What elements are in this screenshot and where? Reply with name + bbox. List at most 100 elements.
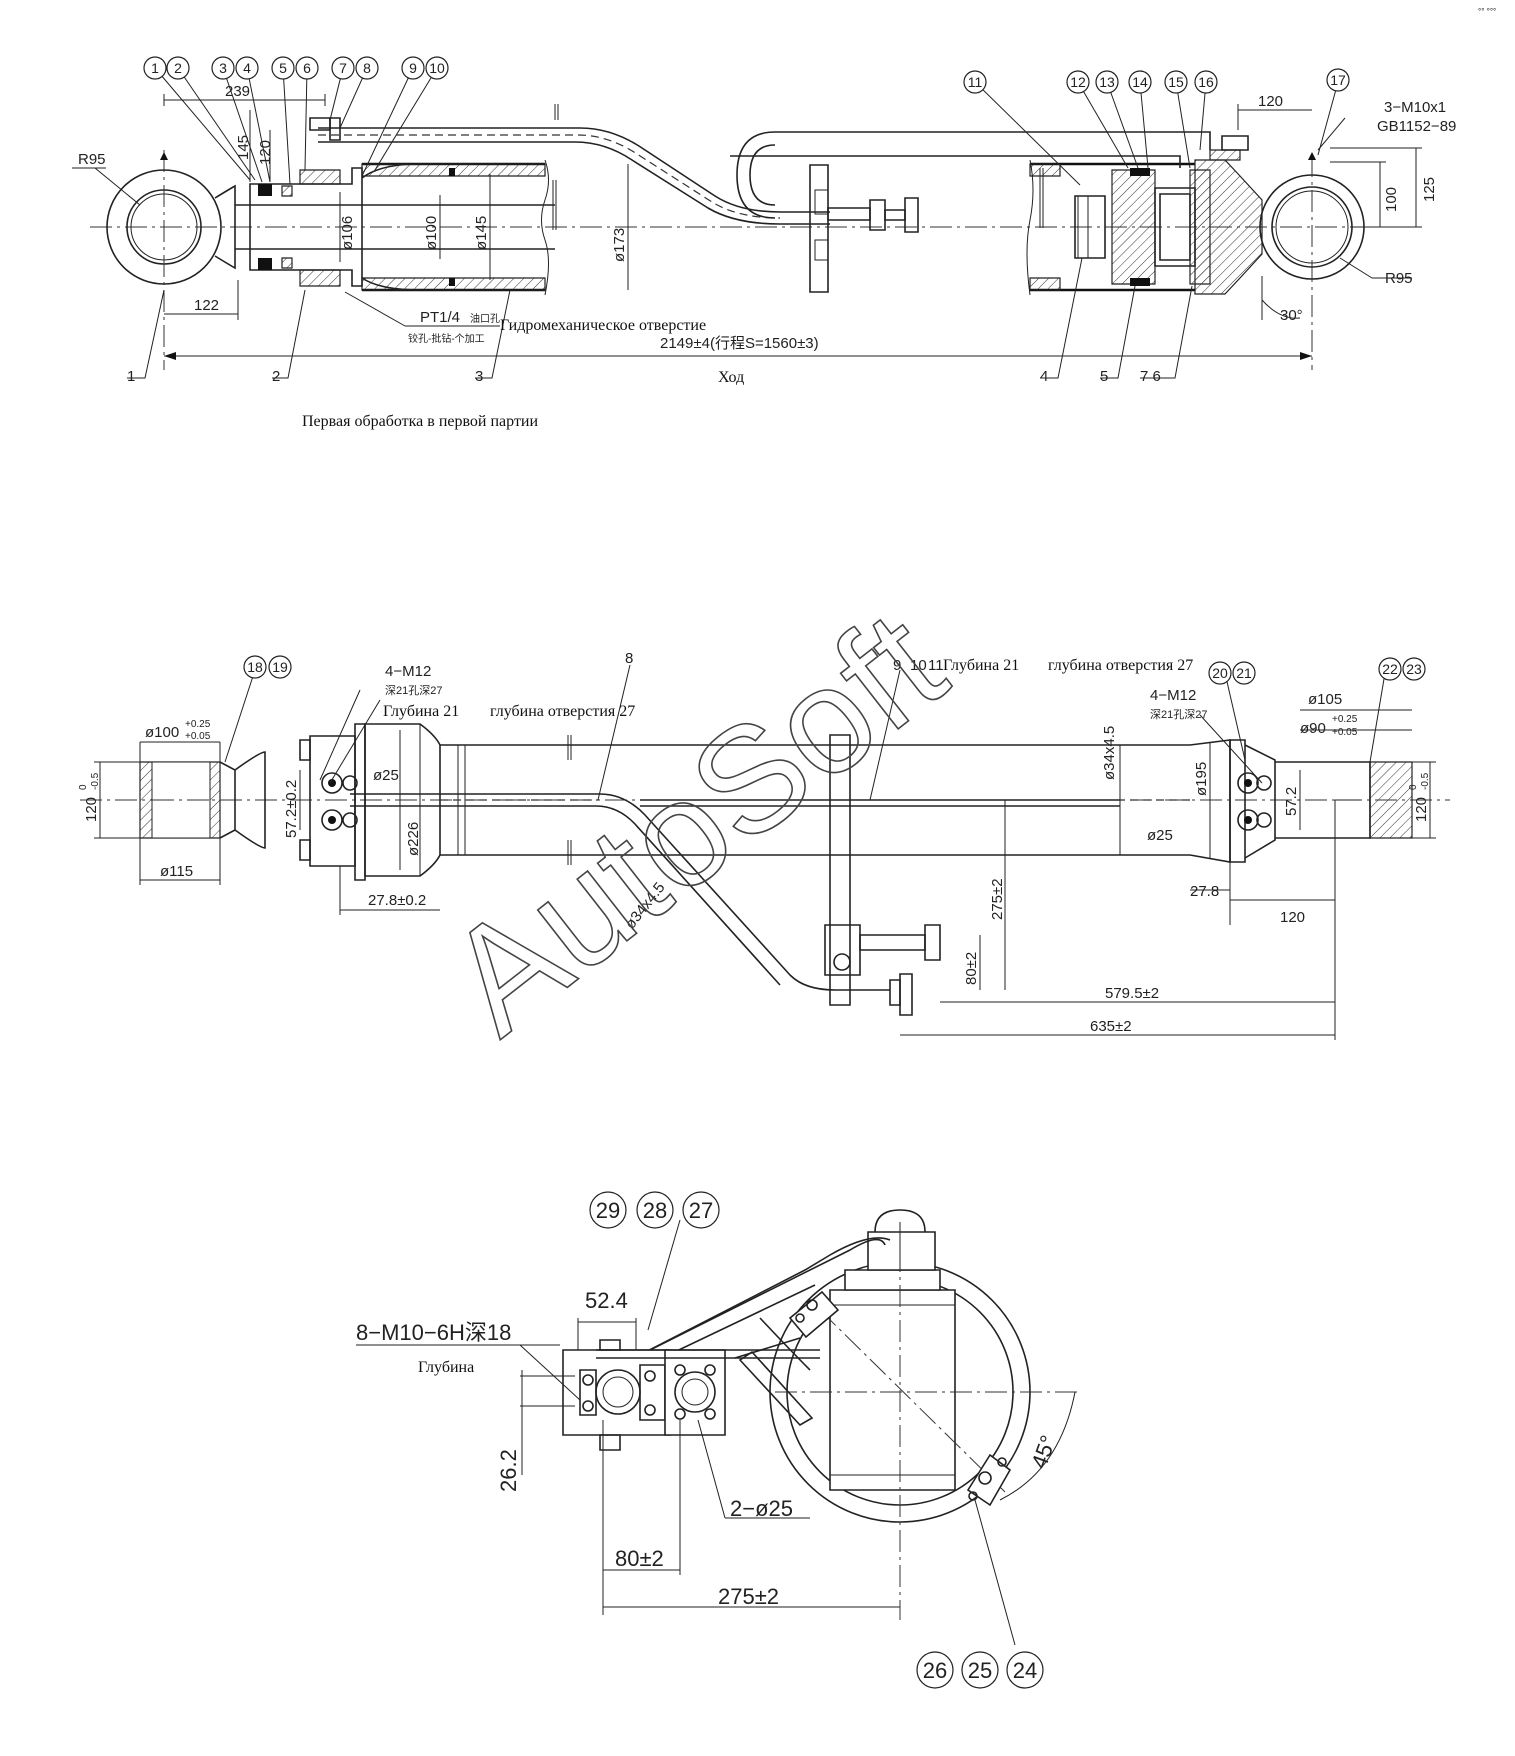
tol-upper-right: +0.25 [1332, 714, 1358, 725]
balloon-label-12: 12 [1070, 74, 1086, 90]
balloon-label-15: 15 [1168, 74, 1184, 90]
tolm-right: -0.5 [1420, 772, 1431, 790]
dim-overall-length: 2149±4(行程S=1560±3) [660, 335, 819, 352]
balloon-label-5: 5 [279, 60, 287, 76]
depth-cn-right: 深21孔深27 [1150, 708, 1207, 721]
balloon-label-20: 20 [1212, 665, 1228, 681]
dim-120-top: 120 [1258, 93, 1283, 110]
dim-phi105: ø105 [1308, 691, 1342, 708]
leader-8: 8 [625, 650, 633, 667]
pipe-top [318, 127, 830, 213]
leader-4: 4 [1040, 368, 1048, 385]
dim-80-bottom: 80±2 [615, 1546, 664, 1571]
port-note-cn-top: 油口孔 [470, 312, 500, 325]
balloon-9 [401, 56, 425, 80]
balloon-5 [271, 56, 295, 80]
thread-8-m10: 8−M10−6H深18 [356, 1320, 511, 1345]
ru-depth-right: Глубина 21 [943, 657, 1019, 674]
gb-standard: GB1152−89 [1377, 118, 1456, 135]
dim-125-vertical: 125 [1421, 177, 1438, 202]
dim-52-4: 52.4 [585, 1288, 628, 1313]
pipe-plan [350, 793, 890, 991]
leader-3: 3 [475, 368, 483, 385]
leader-5: 5 [1100, 368, 1108, 385]
balloon-29 [589, 1191, 627, 1229]
tol-upper-left: +0.25 [185, 719, 211, 730]
dim-100-vertical: 100 [1383, 187, 1400, 212]
dim-phi100: ø100 [423, 216, 440, 250]
balloon-label-11: 11 [968, 74, 983, 90]
balloon-22 [1378, 657, 1402, 681]
dim-r95-right: R95 [1385, 270, 1413, 287]
middle-barrel [440, 744, 1190, 856]
dim-120-right: 120 [1280, 909, 1305, 926]
dim-57-2-left: 57.2±0.2 [283, 780, 300, 838]
corner-mark: °° °°° [1478, 7, 1496, 16]
balloon-18 [243, 655, 267, 679]
top-view-labels: 239 145 120 R95 122 ø106 ø100 ø145 ø173 … [78, 83, 1456, 430]
balloon-1 [143, 56, 167, 80]
port-pt14: PT1/4 [420, 309, 460, 326]
end-view-cap-block [829, 1289, 956, 1491]
balloon-label-28: 28 [643, 1198, 667, 1223]
balloon-label-27: 27 [689, 1198, 713, 1223]
middle-view-labels: ø100 +0.25 +0.05 120 0 -0.5 ø115 4−M12 深… [78, 657, 1431, 1035]
balloon-12 [1066, 70, 1090, 94]
tol-lower-right: +0.05 [1332, 727, 1358, 738]
dim-145: 145 [235, 135, 252, 160]
ru-stroke-label: Ход [718, 369, 744, 386]
balloon-label-25: 25 [968, 1658, 992, 1683]
pipe-clamp [809, 164, 829, 293]
middle-plan-view [80, 664, 1450, 1040]
ru-first-processing-note: Первая обработка в первой партии [302, 413, 538, 430]
balloon-label-13: 13 [1099, 74, 1115, 90]
dim-phi90-tol: ø90 [1300, 720, 1326, 737]
dim-phi106: ø106 [339, 216, 356, 250]
top-section-view [72, 67, 1422, 379]
ru-depth-bottom: Глубина [418, 1359, 474, 1376]
dim-phi34-right: ø34x4.5 [1101, 726, 1118, 780]
bottom-view-labels: 52.4 8−M10−6H深18 Глубина 26.2 2−ø25 80±2… [356, 1288, 1061, 1609]
ru-hole-depth-right: глубина отверстия 27 [1048, 657, 1193, 674]
balloon-23 [1402, 657, 1426, 681]
dim-phi226: ø226 [405, 822, 422, 856]
balloon-label-24: 24 [1013, 1658, 1037, 1683]
dim-r95-left: R95 [78, 151, 106, 168]
dim-275: 275±2 [989, 878, 1006, 920]
balloon-label-26: 26 [923, 1658, 947, 1683]
balloon-16 [1194, 70, 1218, 94]
balloon-3 [211, 56, 235, 80]
tol-lower-left: +0.05 [185, 731, 211, 742]
dim-phi25-right: ø25 [1147, 827, 1173, 844]
leader-11: 11 [928, 657, 944, 674]
balloon-8 [355, 56, 379, 80]
balloon-4 [235, 56, 259, 80]
dim-phi115: ø115 [160, 863, 193, 880]
balloon-label-1: 1 [151, 60, 159, 76]
thread-4-m12-left: 4−M12 [385, 663, 431, 680]
left-flange [309, 735, 356, 867]
ru-depth-left: Глубина 21 [383, 703, 459, 720]
balloon-label-6: 6 [303, 60, 311, 76]
piston [1074, 195, 1106, 259]
balloon-20 [1208, 661, 1232, 685]
balloon-15 [1164, 70, 1188, 94]
balloon-label-16: 16 [1198, 74, 1214, 90]
balloon-10 [425, 56, 449, 80]
dim-2-phi25: 2−ø25 [730, 1496, 793, 1521]
dim-45deg: 45° [1026, 1432, 1061, 1472]
balloon-label-4: 4 [243, 60, 251, 76]
balloon-label-9: 9 [409, 60, 417, 76]
dim-579-5: 579.5±2 [1105, 985, 1159, 1002]
leader-9: 9 [893, 657, 901, 674]
right-eye-block [1369, 761, 1413, 839]
dim-80: 80±2 [963, 952, 980, 985]
depth-cn-left: 深21孔深27 [385, 684, 442, 697]
dim-57-2-right: 57.2 [1283, 787, 1300, 816]
dim-26-2: 26.2 [496, 1449, 521, 1492]
dim-239: 239 [225, 83, 250, 100]
ru-port-label: Гидромеханическое отверстие [500, 317, 706, 334]
dim-phi100-tol: ø100 [145, 724, 179, 741]
balloon-label-22: 22 [1382, 661, 1398, 677]
